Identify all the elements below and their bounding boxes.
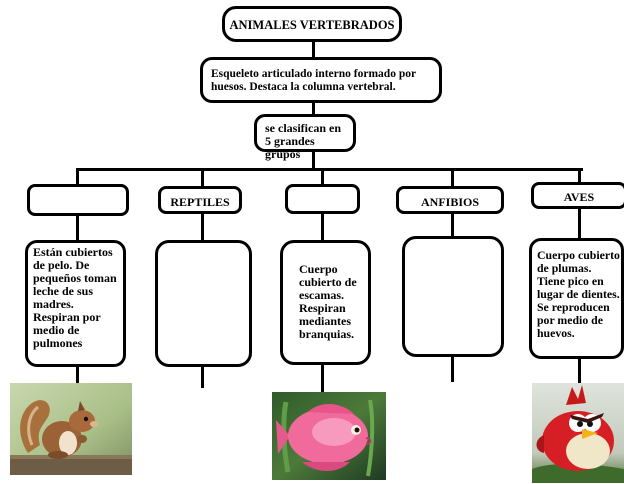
group-5-label-box: AVES	[531, 182, 624, 209]
group-1-label-box	[27, 184, 129, 216]
connector-title-definition	[312, 40, 315, 58]
classification-text: se clasifican en 5 grandes grupos	[265, 121, 341, 161]
horizontal-bus	[76, 168, 583, 171]
connector-bus-group-5	[578, 170, 581, 184]
group-1-description: Están cubiertos de pelo. De pequeños tom…	[33, 245, 117, 350]
group-3-description-box: Cuerpo cubierto de escamas. Respiran med…	[280, 240, 371, 365]
connector-desc-3-image	[321, 362, 324, 392]
connector-bus-group-1	[76, 170, 79, 186]
connector-desc-2-tail	[201, 364, 204, 388]
title-box: ANIMALES VERTEBRADOS	[222, 6, 402, 42]
title-text: ANIMALES VERTEBRADOS	[229, 18, 395, 32]
definition-box: Esqueleto articulado interno formado por…	[200, 57, 442, 103]
connector-desc-1-image	[76, 364, 79, 384]
group-5-label: AVES	[563, 190, 595, 204]
connector-desc-4-tail	[451, 354, 454, 382]
connector-group-3-desc	[321, 212, 324, 242]
connector-group-4-desc	[451, 212, 454, 238]
classification-box: se clasifican en 5 grandes grupos	[254, 114, 356, 161]
group-3-description: Cuerpo cubierto de escamas. Respiran med…	[299, 262, 357, 341]
group-1-description-box: Están cubiertos de pelo. De pequeños tom…	[25, 240, 126, 367]
connector-desc-5-image	[578, 356, 581, 384]
connector-bus-group-4	[451, 170, 454, 186]
group-4-label: ANFIBIOS	[420, 195, 479, 209]
connector-group-5-desc	[578, 206, 581, 240]
red-bird-image	[532, 383, 624, 483]
definition-text: Esqueleto articulado interno formado por…	[211, 68, 416, 93]
connector-definition-classification	[312, 102, 315, 116]
pink-fish-image	[272, 392, 386, 480]
group-2-label-box: REPTILES	[158, 186, 242, 214]
group-4-description-box	[402, 236, 504, 357]
connector-classification-bus	[312, 150, 315, 170]
connector-group-2-desc	[201, 214, 204, 242]
squirrel-image	[10, 383, 132, 475]
group-5-description-box: Cuerpo cubierto de plumas. Tiene pico en…	[529, 238, 624, 359]
group-2-label: REPTILES	[170, 195, 230, 209]
connector-bus-group-2	[201, 170, 204, 186]
group-2-description-box	[155, 240, 252, 367]
connector-bus-group-3	[321, 170, 324, 186]
connector-group-1-desc	[76, 214, 79, 242]
group-5-description: Cuerpo cubierto de plumas. Tiene pico en…	[537, 248, 620, 340]
group-4-label-box: ANFIBIOS	[396, 186, 504, 214]
group-3-label-box	[285, 184, 360, 214]
